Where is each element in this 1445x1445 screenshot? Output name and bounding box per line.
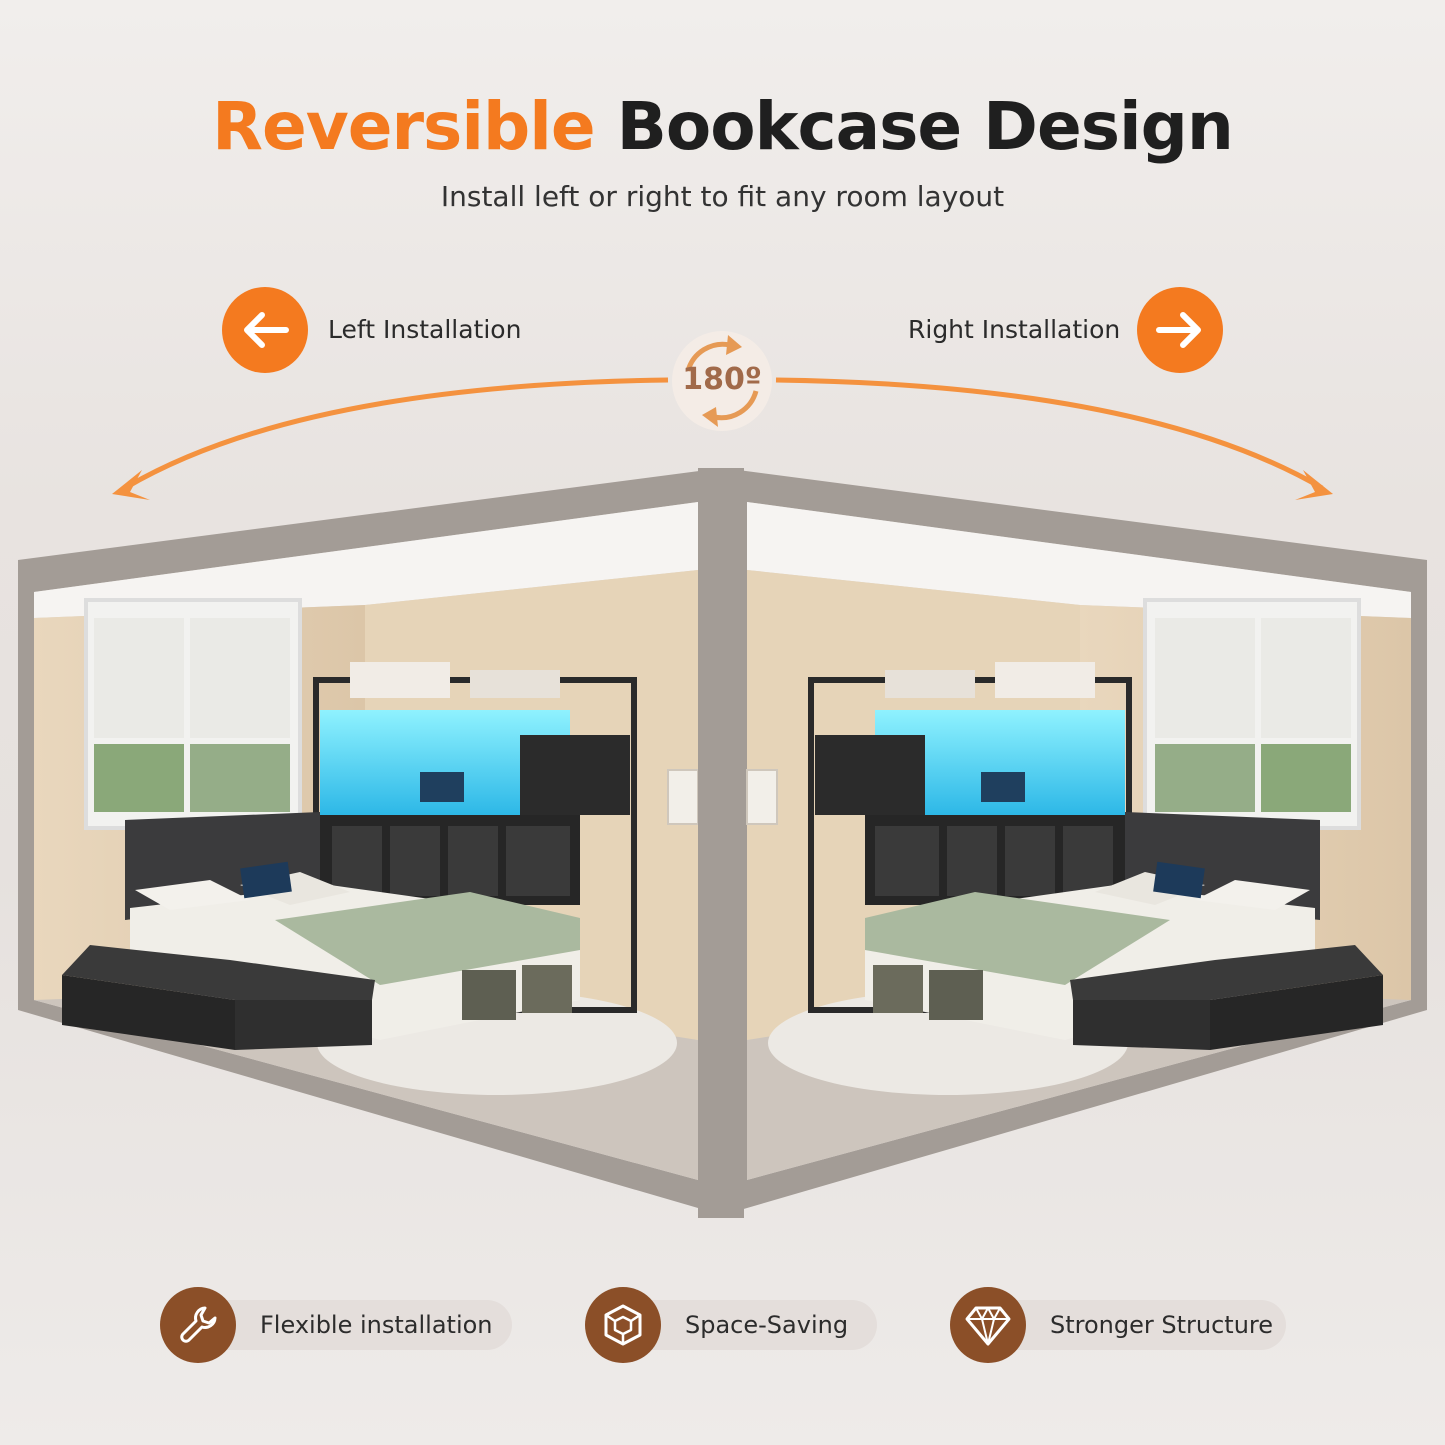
feature-pill (200, 1300, 512, 1350)
feature-pill (625, 1300, 877, 1350)
cube-icon (585, 1287, 661, 1363)
page-subtitle: Install left or right to fit any room la… (440, 180, 1005, 213)
arrow-right-icon (1156, 312, 1201, 348)
left-arrow-button (222, 287, 308, 373)
feature-label: Stronger Structure (1050, 1311, 1274, 1339)
rotation-badge-text: 180º (682, 362, 762, 397)
title-accent: Reversible (212, 88, 595, 165)
rotation-arc (112, 377, 1333, 500)
right-arrow-button (1137, 287, 1223, 373)
feature-label: Space-Saving (685, 1311, 849, 1339)
left-room (18, 468, 722, 1215)
diamond-icon (950, 1287, 1026, 1363)
right-room (723, 468, 1427, 1215)
rotate-icon (672, 331, 772, 431)
right-installation-label: Right Installation (908, 315, 1121, 344)
feature-stronger-structure: Stronger Structure (950, 1287, 1286, 1365)
page-title: Reversible Bookcase Design (0, 88, 1445, 165)
feature-label: Flexible installation (260, 1311, 493, 1339)
title-rest: Bookcase Design (616, 88, 1234, 165)
feature-pill (990, 1300, 1286, 1350)
left-installation-label: Left Installation (328, 315, 522, 344)
feature-flexible-installation: Flexible installation (160, 1287, 512, 1365)
room-scene-illustration (18, 468, 1427, 1218)
wrench-icon (160, 1287, 236, 1363)
feature-space-saving: Space-Saving (585, 1287, 877, 1365)
arrow-left-icon (244, 312, 289, 348)
